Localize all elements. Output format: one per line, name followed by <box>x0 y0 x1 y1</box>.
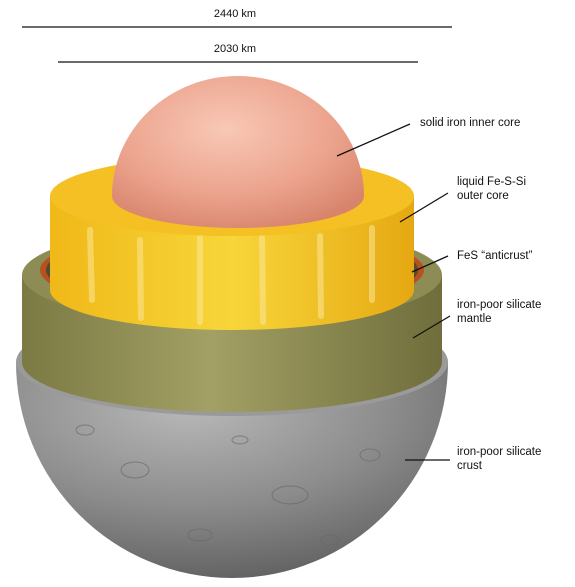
label-mantle-line1: iron-poor silicate <box>457 298 541 312</box>
label-outer-core-line2: outer core <box>457 189 526 203</box>
label-outer-core-line1: liquid Fe-S-Si <box>457 175 526 189</box>
inner-scale-label: 2030 km <box>190 43 280 55</box>
label-mantle-line2: mantle <box>457 312 541 326</box>
label-inner-core-line1: solid iron inner core <box>420 116 520 130</box>
label-anticrust-line1: FeS “anticrust” <box>457 249 532 263</box>
label-mantle: iron-poor silicate mantle <box>457 298 541 326</box>
inner-core-dome <box>112 76 364 228</box>
label-inner-core: solid iron inner core <box>420 116 520 130</box>
outer-scale-label: 2440 km <box>190 8 280 20</box>
label-crust-line1: iron-poor silicate <box>457 445 541 459</box>
label-anticrust: FeS “anticrust” <box>457 249 532 263</box>
label-crust: iron-poor silicate crust <box>457 445 541 473</box>
label-outer-core: liquid Fe-S-Si outer core <box>457 175 526 203</box>
label-crust-line2: crust <box>457 459 541 473</box>
